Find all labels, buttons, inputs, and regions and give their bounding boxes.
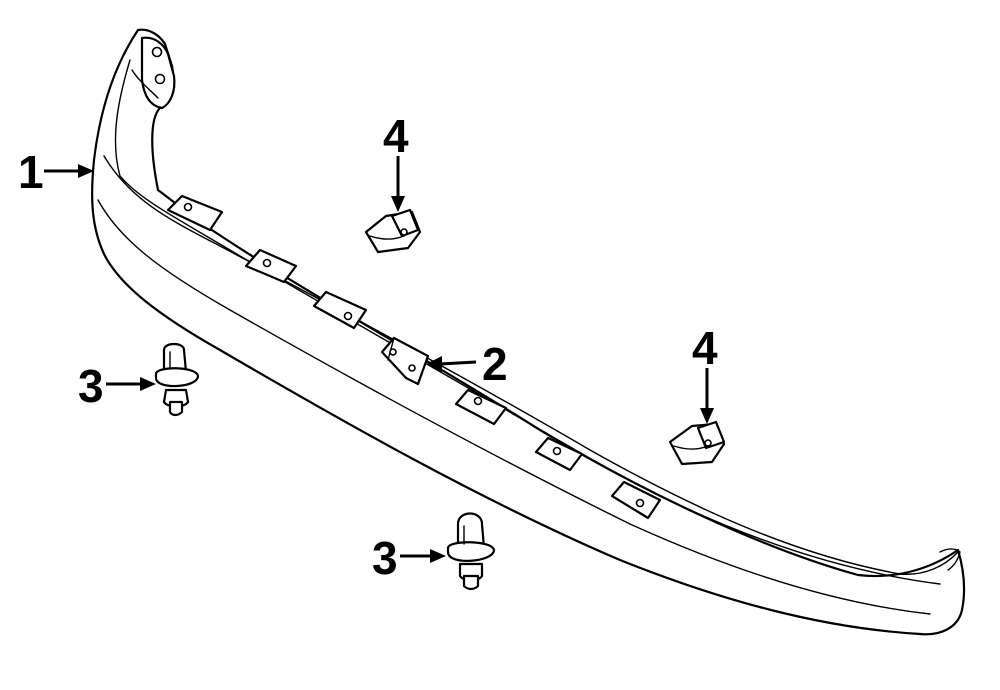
mounting-tab [166,194,224,232]
callout-label-3a: 3 [78,360,104,412]
callout-arrow-4b [700,368,714,424]
bracket-hole-2 [154,73,166,85]
valance-lower-edge [97,199,931,615]
callout-arrow-1 [44,164,94,178]
callout-label-2: 2 [482,338,508,390]
valance-end-cap [939,548,961,571]
mounting-tab [610,480,662,520]
callout-label-4a: 4 [383,110,409,162]
valance-flange-line [114,59,941,585]
callout-arrow-2 [426,356,477,372]
bracket-inner-line [131,69,159,99]
callout-arrow-4a [391,156,405,212]
valance-upper-edge [103,155,959,575]
clip-part-right [668,420,726,466]
bracket-part [380,336,430,386]
bracket-hole-1 [151,46,163,58]
callout-label-3b: 3 [372,532,398,584]
callout-arrow-3a [106,377,156,391]
callout-arrow-3b [400,549,446,563]
push-pin-retainer-left [154,342,200,417]
mounting-tab [244,248,298,284]
callout-label-4b: 4 [692,322,718,374]
mounting-tab [454,388,508,426]
mounting-tab [312,290,368,330]
push-pin-retainer-bottom [446,512,496,591]
callout-label-1: 1 [18,146,44,198]
clip-part-upper [364,208,422,254]
valance-body [91,28,966,636]
mounting-tab [534,436,584,472]
bumper-valance-part [91,28,966,636]
